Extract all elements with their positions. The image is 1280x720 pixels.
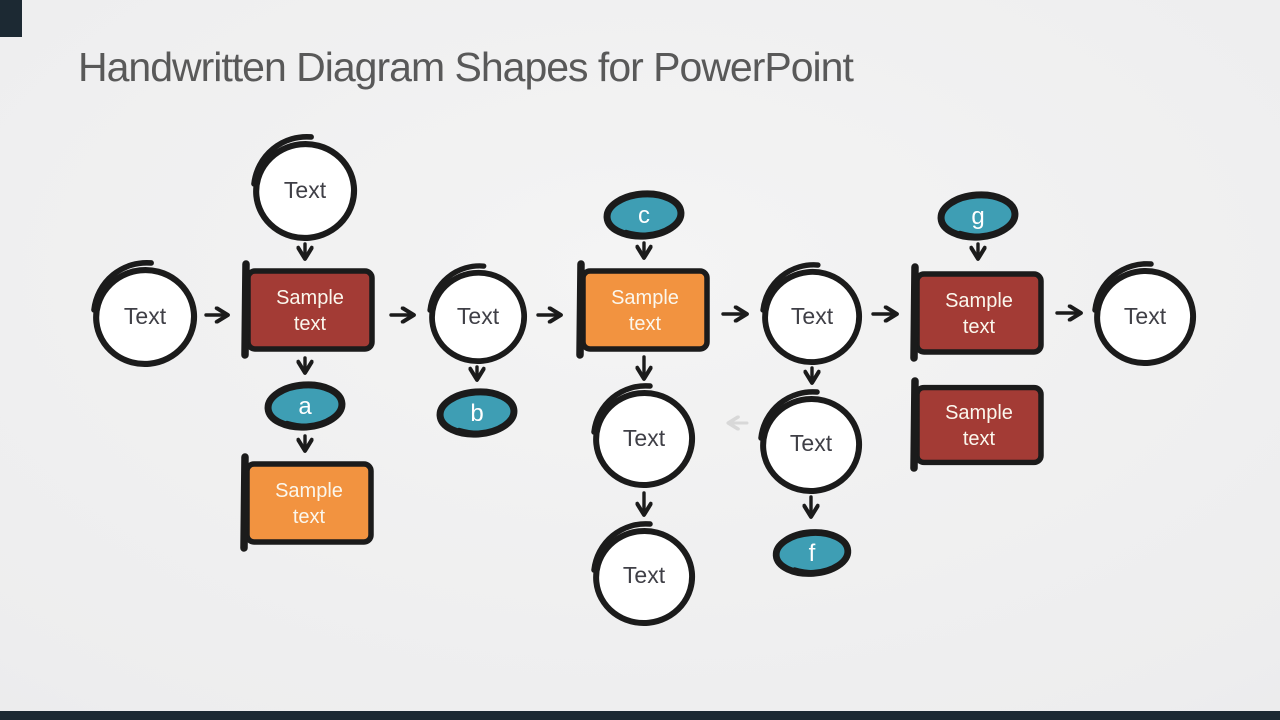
rect-red-main — [245, 264, 372, 355]
rect-red-3-line1: Sample — [945, 402, 1013, 424]
nodes: Text Text Sample text a Sample text Text… — [92, 137, 1198, 628]
rect-red-3 — [914, 381, 1041, 468]
badge-f-label: f — [809, 540, 816, 567]
rect-orange-main — [580, 264, 707, 355]
badge-a-label: a — [298, 393, 312, 420]
rect-red-main-line1: Sample — [276, 287, 344, 309]
rect-red-2-line1: Sample — [945, 290, 1013, 312]
circle-2-label: Text — [457, 303, 500, 329]
circle-top-label: Text — [284, 177, 327, 203]
badge-c-label: c — [638, 202, 650, 229]
rect-orange-bottom — [244, 457, 371, 548]
edges — [204, 241, 1080, 516]
rect-red-main-line2: text — [294, 313, 327, 335]
circle-4-label: Text — [790, 430, 833, 456]
rect-red-2-line2: text — [963, 316, 996, 338]
corner-accent-bar — [0, 0, 22, 37]
circle-mid-2-label: Text — [623, 562, 666, 588]
circle-start-label: Text — [124, 303, 167, 329]
circle-3-label: Text — [791, 303, 834, 329]
footer-accent-bar — [0, 711, 1280, 720]
rect-orange-main-line2: text — [629, 313, 662, 335]
circle-end-label: Text — [1124, 303, 1167, 329]
rect-red-2 — [914, 267, 1041, 358]
badge-g-label: g — [971, 203, 984, 230]
rect-orange-main-line1: Sample — [611, 287, 679, 309]
rect-red-3-line2: text — [963, 428, 996, 450]
slide-title: Handwritten Diagram Shapes for PowerPoin… — [78, 44, 854, 90]
rect-orange-bottom-line1: Sample — [275, 480, 343, 502]
badge-b-label: b — [470, 400, 483, 427]
rect-orange-bottom-line2: text — [293, 506, 326, 528]
circle-mid-1-label: Text — [623, 425, 666, 451]
